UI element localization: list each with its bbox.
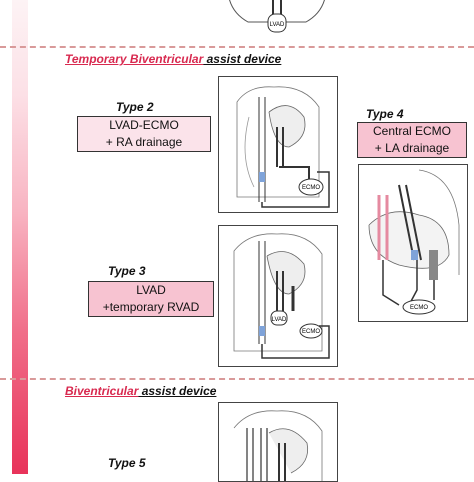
ecmo-label-type-3: ECMO bbox=[302, 329, 320, 335]
section-title-temporary-biventricular: Temporary Biventricular assist device bbox=[65, 52, 281, 66]
type-3-box: LVAD +temporary RVAD bbox=[88, 281, 214, 317]
diagram-type-1-partial: LVAD bbox=[218, 0, 336, 42]
ecmo-label-type-2: ECMO bbox=[302, 185, 320, 191]
section-title-1-part1: Temporary Biventricular bbox=[65, 52, 204, 66]
diagram-type-3: LVAD ECMO bbox=[218, 225, 338, 367]
type-3-line1: LVAD bbox=[136, 283, 166, 297]
type-4-line1: Central ECMO bbox=[372, 124, 452, 138]
section-title-1-part2: assist device bbox=[203, 52, 282, 66]
type-2-line1: LVAD-ECMO bbox=[109, 118, 179, 132]
type-4-label: Type 4 bbox=[366, 107, 404, 121]
diagram-type-4: ECMO bbox=[358, 164, 468, 322]
type-3-label: Type 3 bbox=[108, 264, 146, 278]
type-4-box: Central ECMO + LA drainage bbox=[357, 122, 467, 158]
section-title-2-part2: assist device bbox=[138, 384, 217, 398]
section-title-biventricular: Biventricular assist device bbox=[65, 384, 216, 398]
type-3-line2: +temporary RVAD bbox=[102, 300, 200, 314]
section-divider-2 bbox=[0, 378, 474, 380]
type-2-label: Type 2 bbox=[116, 100, 154, 114]
type-2-box: LVAD-ECMO + RA drainage bbox=[77, 116, 211, 152]
severity-gradient-bar bbox=[12, 0, 28, 474]
section-title-2-part1: Biventricular bbox=[65, 384, 139, 398]
diagram-type-5-partial bbox=[218, 402, 338, 482]
section-divider-1 bbox=[0, 46, 474, 48]
type-2-line2: + RA drainage bbox=[105, 135, 183, 149]
type-5-label: Type 5 bbox=[108, 456, 146, 470]
lvad-label-top: LVAD bbox=[270, 22, 285, 28]
lvad-label-type-3: LVAD bbox=[272, 317, 287, 323]
ecmo-label-type-4: ECMO bbox=[410, 305, 428, 311]
diagram-type-2: ECMO bbox=[218, 76, 338, 213]
type-4-line2: + LA drainage bbox=[374, 141, 450, 155]
